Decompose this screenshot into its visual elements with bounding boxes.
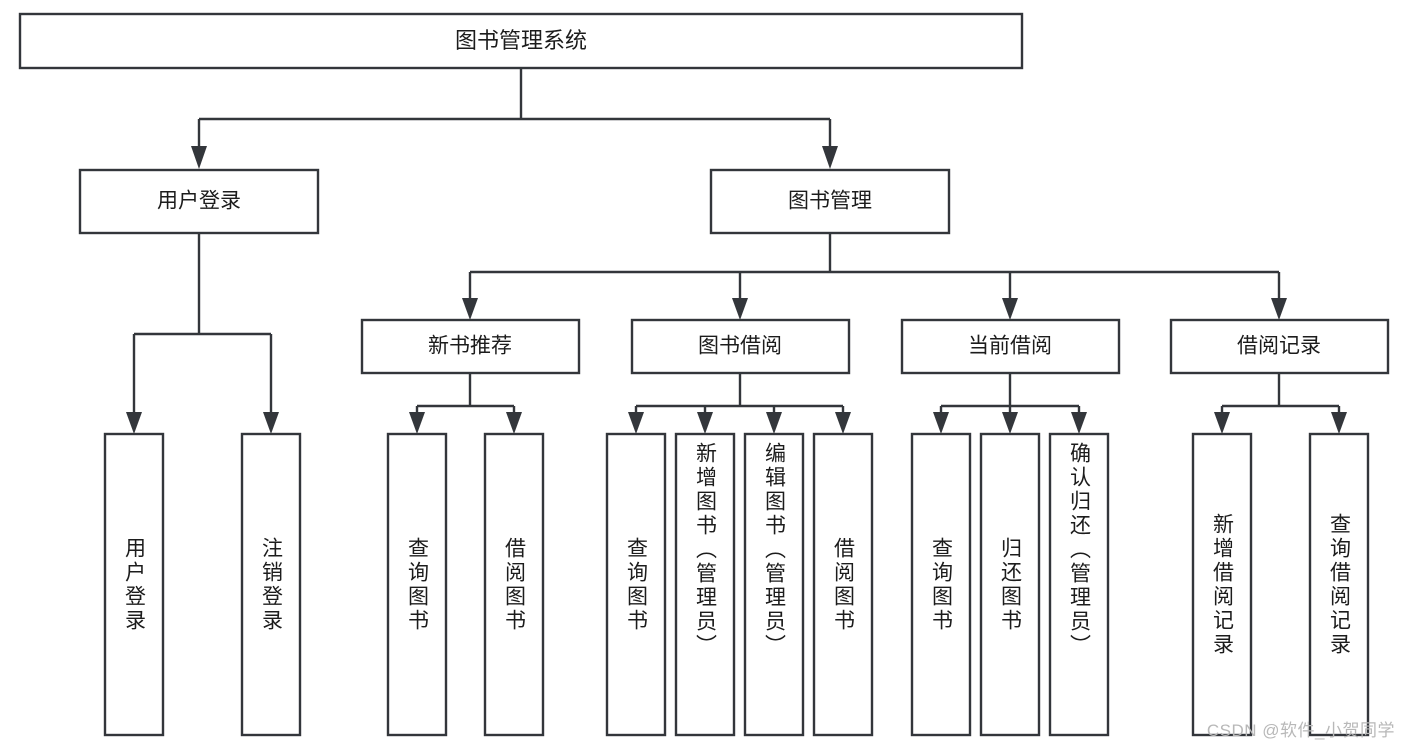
node-user-login-box[interactable] — [78, 168, 320, 235]
arrow-head-newbook-leaf-1 — [409, 412, 425, 434]
node-book-manage[interactable]: 图书管理 — [709, 168, 951, 235]
node-borrow-records-label: 借阅记录 — [1237, 335, 1321, 358]
leaf-box-borrow-record-1[interactable] — [1191, 432, 1253, 737]
connector-group — [126, 68, 1347, 434]
arrow-head-bookborrow-leaf-2 — [697, 412, 713, 434]
leaf-box-user-login-1[interactable] — [103, 432, 165, 737]
node-new-book-recommend-label: 新书推荐 — [428, 335, 512, 358]
arrow-head-userlogin-leaf-1 — [126, 412, 142, 434]
arrow-head-level3-1 — [462, 298, 478, 320]
node-user-login[interactable]: 用户登录 — [78, 168, 320, 235]
leaf-box-book-borrow-2[interactable] — [674, 432, 736, 737]
arrow-head-borrowrecord-leaf-2 — [1331, 412, 1347, 434]
leaf-box-user-login-2[interactable] — [240, 432, 302, 737]
leaf-box-current-borrow-1[interactable] — [910, 432, 972, 737]
node-book-borrow-label: 图书借阅 — [698, 335, 782, 358]
watermark-text: CSDN @软件_小贺同学 — [1206, 721, 1395, 740]
arrow-head-user-login — [191, 146, 207, 169]
leaf-box-new-book-1[interactable] — [386, 432, 448, 737]
leaf-box-new-book-2[interactable] — [483, 432, 545, 737]
node-current-borrow-box[interactable] — [900, 318, 1121, 375]
node-root-label: 图书管理系统 — [455, 28, 587, 53]
arrow-head-bookborrow-leaf-3 — [766, 412, 782, 434]
arrow-head-level3-2 — [732, 298, 748, 320]
node-new-book-recommend[interactable]: 新书推荐 — [360, 318, 581, 375]
node-user-login-label: 用户登录 — [157, 190, 241, 213]
arrow-head-borrowrecord-leaf-1 — [1214, 412, 1230, 434]
node-book-manage-box[interactable] — [709, 168, 951, 235]
node-new-book-recommend-box[interactable] — [360, 318, 581, 375]
arrow-head-level3-3 — [1002, 298, 1018, 320]
arrow-head-book-manage — [822, 146, 838, 169]
node-book-borrow[interactable]: 图书借阅 — [630, 318, 851, 375]
node-root[interactable]: 图书管理系统 — [18, 12, 1024, 70]
node-root-box[interactable] — [18, 12, 1024, 70]
arrow-head-level3-4 — [1271, 298, 1287, 320]
leaf-box-current-borrow-3[interactable] — [1048, 432, 1110, 737]
leaf-box-book-borrow-1[interactable] — [605, 432, 667, 737]
leaf-box-book-borrow-3[interactable] — [743, 432, 805, 737]
node-book-borrow-box[interactable] — [630, 318, 851, 375]
leaf-box-book-borrow-4[interactable] — [812, 432, 874, 737]
arrow-head-bookborrow-leaf-1 — [628, 412, 644, 434]
node-borrow-records-box[interactable] — [1169, 318, 1390, 375]
node-current-borrow-label: 当前借阅 — [968, 335, 1052, 358]
node-current-borrow[interactable]: 当前借阅 — [900, 318, 1121, 375]
leaf-box-current-borrow-2[interactable] — [979, 432, 1041, 737]
arrow-head-currentborrow-leaf-1 — [933, 412, 949, 434]
node-book-manage-label: 图书管理 — [788, 190, 872, 213]
arrow-head-bookborrow-leaf-4 — [835, 412, 851, 434]
arrow-head-currentborrow-leaf-3 — [1071, 412, 1087, 434]
arrow-head-currentborrow-leaf-2 — [1002, 412, 1018, 434]
node-borrow-records[interactable]: 借阅记录 — [1169, 318, 1390, 375]
arrow-head-newbook-leaf-2 — [506, 412, 522, 434]
leaf-box-borrow-record-2[interactable] — [1308, 432, 1370, 737]
arrow-head-userlogin-leaf-2 — [263, 412, 279, 434]
